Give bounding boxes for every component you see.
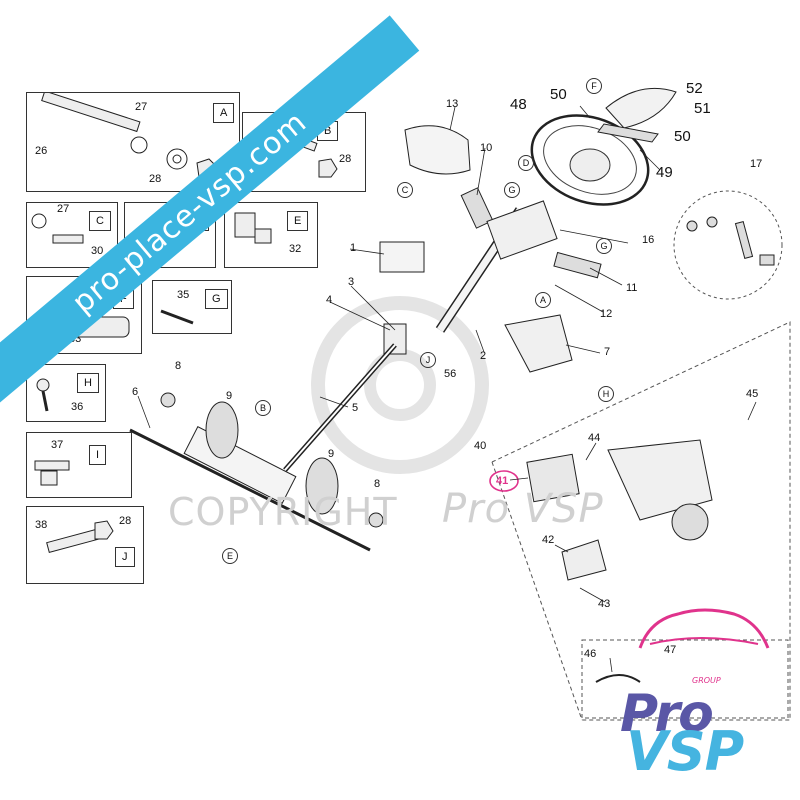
bolt-drawing [46, 520, 114, 553]
callout-45: 45 [746, 388, 759, 400]
inset-i: I 37 [26, 432, 132, 498]
callout-13: 13 [446, 98, 459, 110]
part-label: 37 [51, 439, 64, 451]
bolt-drawing [34, 460, 70, 486]
callout-56: 56 [444, 368, 457, 380]
callout-50a: 50 [550, 86, 567, 103]
ref-circle-e: E [222, 548, 238, 564]
callout-49: 49 [656, 164, 673, 181]
inset-letter: H [77, 373, 99, 393]
callout-44: 44 [588, 432, 601, 444]
logo-group-text: GROUP [692, 676, 721, 685]
part-label: 28 [149, 173, 162, 185]
part-label: 28 [119, 515, 132, 527]
bolt-drawing [31, 213, 84, 244]
ref-circle-g: G [596, 238, 612, 254]
callout-2: 2 [480, 350, 487, 362]
ref-circle-d: D [518, 155, 534, 171]
callout-6: 6 [132, 386, 139, 398]
ref-circle-g-top: G [504, 182, 520, 198]
callout-1: 1 [350, 242, 357, 254]
callout-41: 41 [496, 475, 509, 487]
ref-circle-f: F [586, 78, 602, 94]
logo-vsp: VSP [626, 720, 744, 783]
inset-letter: J [115, 547, 135, 567]
inset-letter: E [287, 211, 309, 231]
callout-42: 42 [542, 534, 555, 546]
car-outline-logo [638, 608, 770, 649]
ref-circle-h: H [598, 386, 614, 402]
bolt-drawing [234, 212, 272, 244]
part-label: 30 [91, 245, 104, 257]
inset-h: H 36 [26, 364, 106, 422]
copyright-brand-watermark: Pro VSP [442, 486, 604, 532]
inset-letter: C [89, 211, 111, 231]
ref-circle-a: A [535, 292, 551, 308]
inset-letter: G [205, 289, 228, 309]
callout-47: 47 [664, 644, 677, 656]
callout-8a: 8 [175, 360, 182, 372]
callout-52: 52 [686, 80, 703, 97]
callout-9b: 9 [328, 448, 335, 460]
callout-51: 51 [694, 100, 711, 117]
callout-10: 10 [480, 142, 493, 154]
inset-e: E 32 [224, 202, 318, 268]
callout-46: 46 [584, 648, 597, 660]
callout-43: 43 [598, 598, 611, 610]
callout-17: 17 [750, 158, 763, 170]
ref-circle-c: C [397, 182, 413, 198]
part-label: 27 [135, 101, 148, 113]
part-label: 35 [177, 289, 190, 301]
part-label: 36 [71, 401, 84, 413]
callout-50b: 50 [674, 128, 691, 145]
inset-g: G 35 [152, 280, 232, 334]
part-label: 32 [289, 243, 302, 255]
callout-11: 11 [626, 282, 638, 294]
callout-8b: 8 [374, 478, 381, 490]
ref-circle-j: J [420, 352, 436, 368]
inset-j: J 38 28 [26, 506, 144, 584]
callout-9a: 9 [226, 390, 233, 402]
inset-letter: I [89, 445, 107, 465]
copyright-watermark: COPYRIGHT [168, 490, 398, 534]
ref-circle-b: B [255, 400, 271, 416]
screw-drawing [160, 309, 194, 325]
logo-pro: Pro [620, 684, 714, 744]
part-label: 38 [35, 519, 48, 531]
inset-letter: A [213, 103, 235, 123]
callout-7: 7 [604, 346, 611, 358]
callout-48: 48 [510, 96, 527, 113]
part-label: 27 [57, 203, 70, 215]
part-label: 28 [339, 153, 352, 165]
screw-drawing [36, 378, 50, 412]
inset-c: C 27 30 [26, 202, 118, 268]
callout-5: 5 [352, 402, 359, 414]
callout-40: 40 [474, 440, 487, 452]
part-label: 26 [35, 145, 48, 157]
callout-12: 12 [600, 308, 613, 320]
callout-16: 16 [642, 234, 655, 246]
callout-4: 4 [326, 294, 333, 306]
callout-3: 3 [348, 276, 355, 288]
